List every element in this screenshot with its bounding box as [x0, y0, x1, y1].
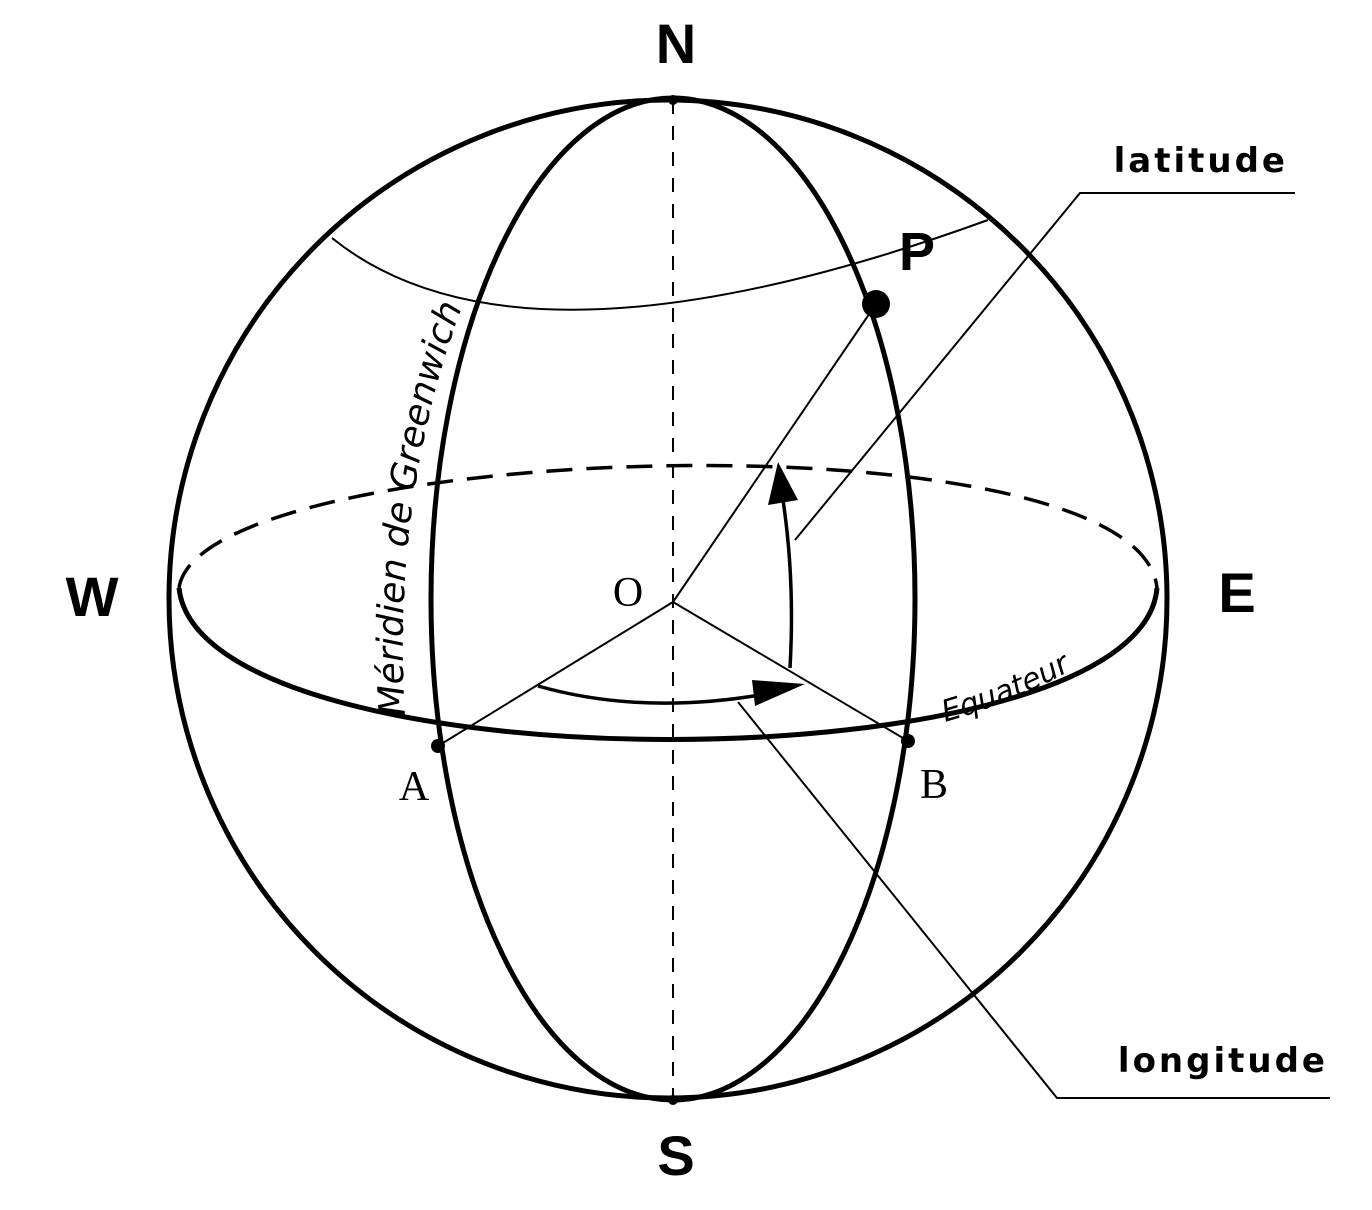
north-label: N	[656, 12, 696, 75]
south-label: S	[657, 1124, 694, 1187]
longitude-callout-label: longitude	[1118, 1041, 1328, 1081]
longitude-arrowhead	[752, 680, 805, 706]
point-p-marker	[862, 290, 890, 318]
point-a-marker	[431, 739, 445, 753]
radius-op	[672, 303, 877, 603]
equator-label: Equateur	[937, 645, 1076, 729]
center-o-label: O	[613, 570, 643, 616]
east-label: E	[1218, 561, 1255, 624]
radius-oa	[437, 601, 674, 747]
north-pole-marker	[668, 95, 678, 105]
latitude-parallel	[331, 219, 989, 311]
sphere-outline	[166, 97, 1170, 1101]
equator-back	[177, 463, 1159, 589]
latitude-arc	[781, 499, 794, 669]
latitude-leader	[794, 192, 1295, 541]
latitude-arrowhead	[768, 462, 798, 505]
point-b-marker	[901, 734, 915, 748]
point-b-label: B	[920, 762, 948, 808]
south-pole-marker	[668, 1095, 678, 1105]
longitude-leader	[737, 701, 1330, 1099]
west-label: W	[66, 565, 119, 628]
greenwich-meridian-label: Méridien de Greenwich	[371, 295, 471, 716]
equator-front	[176, 587, 1160, 742]
radius-ob	[672, 601, 909, 742]
latitude-callout-label: latitude	[1114, 141, 1288, 181]
point-a-label: A	[399, 764, 430, 810]
longitude-arc	[537, 684, 761, 705]
point-p-label: P	[899, 222, 935, 282]
